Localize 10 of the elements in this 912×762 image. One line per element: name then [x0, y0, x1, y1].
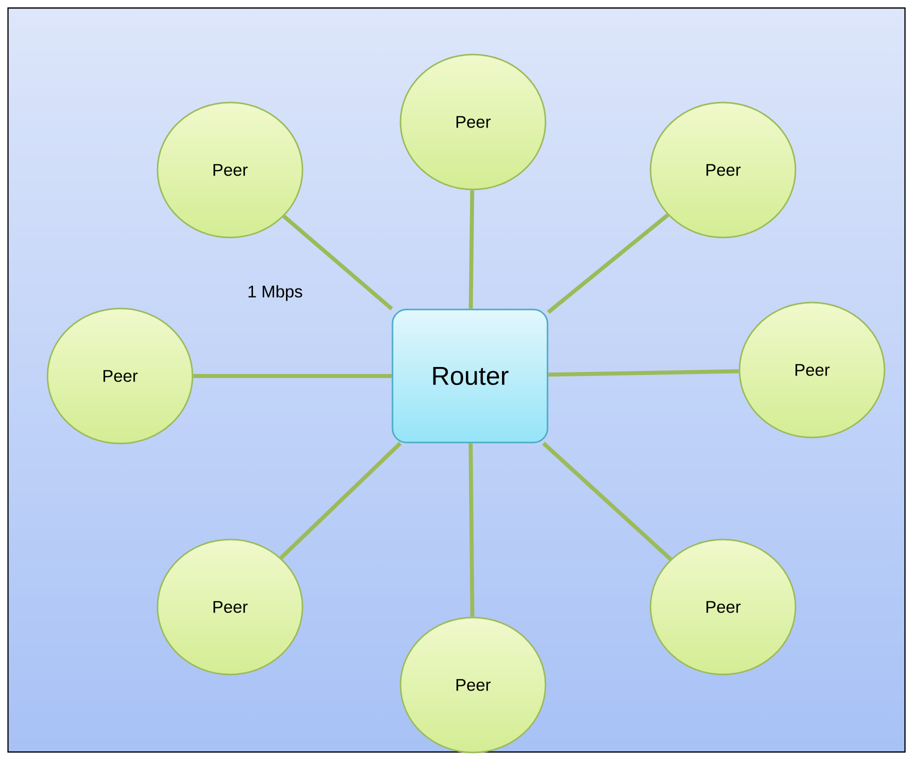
- edge-label: 1 Mbps: [248, 285, 302, 301]
- connector-line: [468, 443, 474, 617]
- connector-line: [193, 374, 392, 378]
- connector-line: [548, 369, 739, 377]
- connector-line: [468, 190, 474, 309]
- connector-line: [280, 442, 402, 560]
- router-box: Router: [392, 308, 548, 444]
- connector-line: [282, 214, 394, 310]
- connector-line: [547, 213, 670, 314]
- connector-line: [542, 442, 672, 561]
